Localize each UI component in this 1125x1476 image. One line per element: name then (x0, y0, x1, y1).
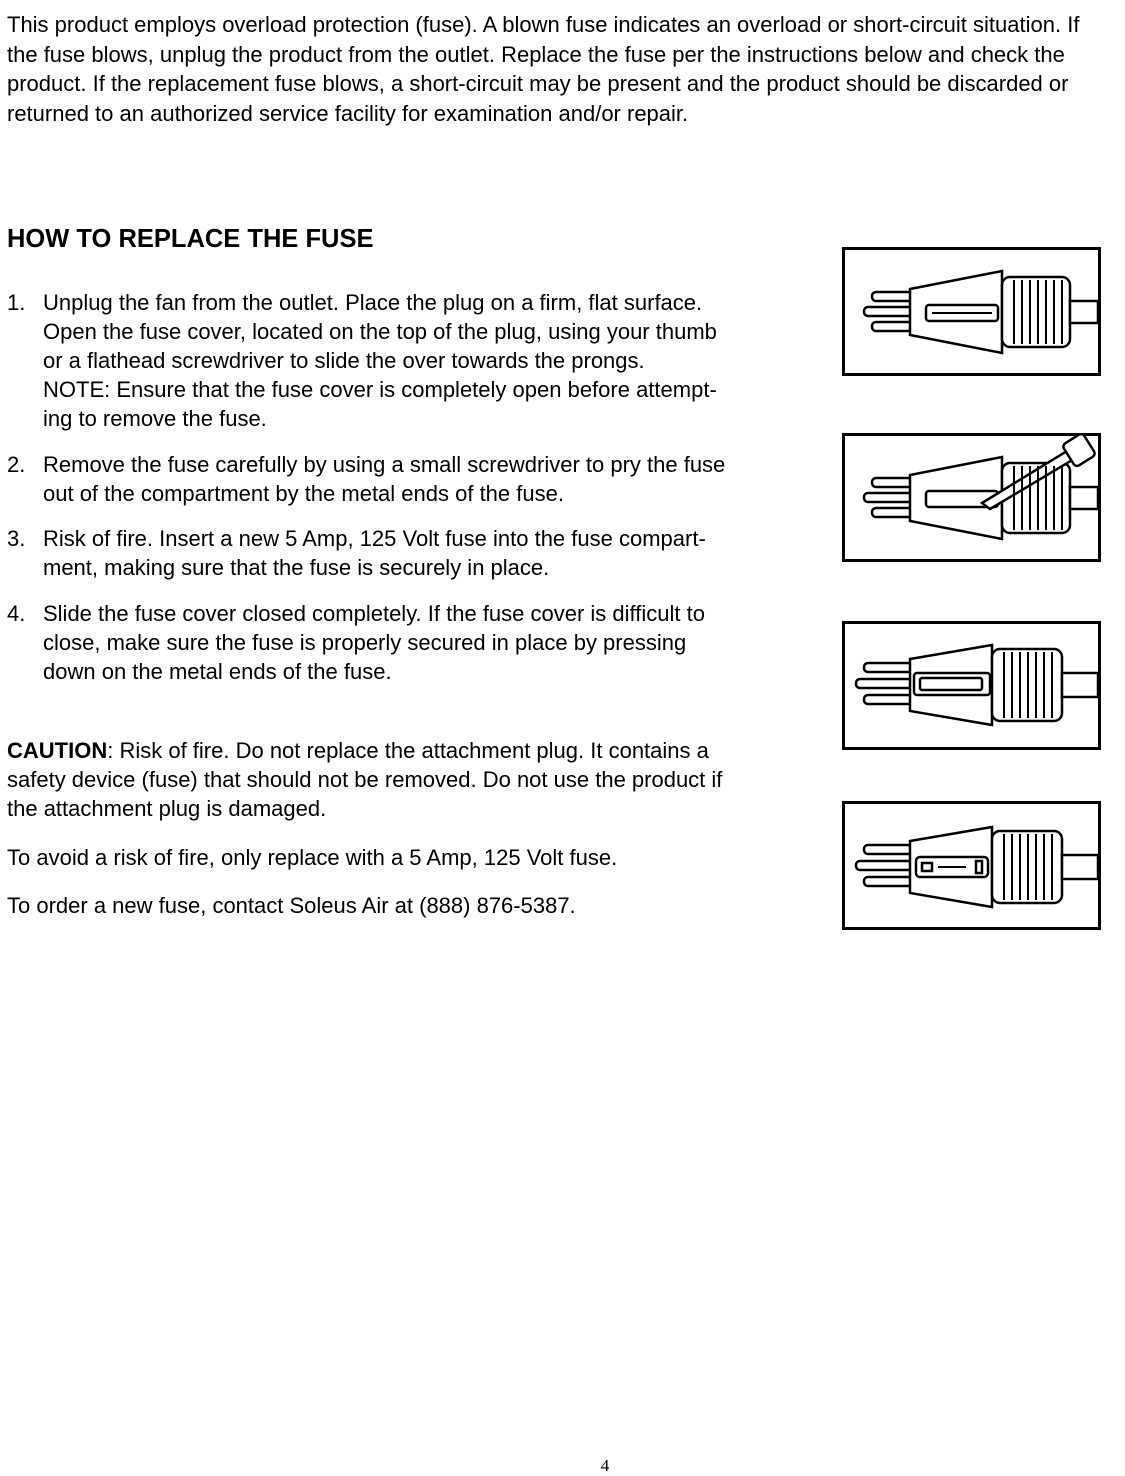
order-contact-note: To order a new fuse, contact Soleus Air … (7, 893, 576, 918)
step-line: Slide the fuse cover closed completely. … (43, 600, 705, 626)
step-line: or a flathead screwdriver to slide the o… (43, 348, 645, 373)
plug-fuse-cover-closed-icon (842, 801, 1101, 930)
step-line: ment, making sure that the fuse is secur… (43, 555, 550, 580)
caution-paragraph: CAUTION: Risk of fire. Do not replace th… (7, 736, 827, 823)
plug-fuse-cover-open-icon (842, 247, 1101, 376)
page-number: 4 (600, 1456, 610, 1475)
step-number: 3. (7, 526, 26, 551)
step-number: 1. (7, 290, 26, 315)
step-line: NOTE: Ensure that the fuse cover is comp… (43, 377, 717, 402)
step-line: Open the fuse cover, located on the top … (43, 319, 717, 344)
section-heading: HOW TO REPLACE THE FUSE (7, 225, 374, 253)
figure-step-4 (842, 801, 1101, 930)
plug-screwdriver-remove-fuse-icon (842, 433, 1101, 562)
plug-fuse-inserted-icon (842, 621, 1101, 750)
figure-step-2 (842, 433, 1101, 562)
figure-step-3 (842, 621, 1101, 750)
step-line: ing to remove the fuse. (43, 406, 267, 431)
caution-line: safety device (fuse) that should not be … (7, 767, 723, 792)
step-item: 4. Slide the fuse cover closed completel… (7, 599, 827, 686)
step-number: 2. (7, 451, 26, 477)
step-item: 1. Unplug the fan from the outlet. Place… (7, 288, 827, 433)
step-line: Risk of fire. Insert a new 5 Amp, 125 Vo… (43, 526, 706, 551)
step-line: Unplug the fan from the outlet. Place th… (43, 290, 703, 315)
step-line: out of the compartment by the metal ends… (43, 480, 564, 506)
caution-label: CAUTION (7, 738, 108, 763)
instruction-steps: 1. Unplug the fan from the outlet. Place… (7, 288, 827, 702)
intro-paragraph: This product employs overload protection… (7, 12, 1080, 126)
caution-line: : Risk of fire. Do not replace the attac… (107, 738, 709, 763)
step-line: close, make sure the fuse is properly se… (43, 629, 687, 655)
step-line: down on the metal ends of the fuse. (43, 658, 392, 684)
step-line: Remove the fuse carefully by using a sma… (43, 451, 726, 477)
step-item: 3. Risk of fire. Insert a new 5 Amp, 125… (7, 524, 827, 582)
step-number: 4. (7, 600, 26, 626)
step-item: 2. Remove the fuse carefully by using a … (7, 450, 827, 508)
caution-line: the attachment plug is damaged. (7, 796, 327, 821)
figure-step-1 (842, 247, 1101, 376)
fuse-rating-note: To avoid a risk of fire, only replace wi… (7, 845, 618, 870)
